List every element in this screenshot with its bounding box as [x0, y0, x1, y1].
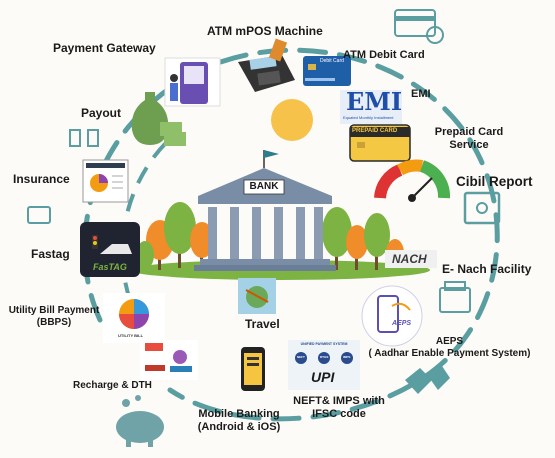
- debit-card-logo-text: Debit Card: [320, 58, 344, 64]
- label-neft-imps-line2: IFSC code: [312, 408, 366, 421]
- label-atm-mpos: ATM mPOS Machine: [207, 24, 323, 38]
- emi-logo-text: EMI: [346, 87, 403, 116]
- label-enach: E- Nach Facility: [442, 262, 532, 276]
- pos-machine-icon: [238, 38, 295, 92]
- label-mobile-banking: Mobile Banking (Android & iOS): [180, 408, 298, 434]
- upi-diagram-icon: [288, 340, 360, 390]
- label-prepaid-card: Prepaid Card Service: [423, 126, 515, 152]
- prepaid-card-icon: [349, 124, 411, 162]
- bbps-logo-caption: UTILITY BILL: [118, 333, 144, 338]
- travel-icon: [238, 278, 276, 314]
- fastag-logo-text: FasTAG: [93, 262, 127, 272]
- ring-arc: [82, 47, 500, 422]
- bank-building-icon: [194, 150, 336, 271]
- label-mobile-banking-line1: Mobile Banking: [198, 408, 280, 420]
- label-bbps-line2: (BBPS): [36, 317, 72, 328]
- label-neft-imps: NEFT& IMPS with IFSC code: [280, 395, 398, 421]
- handshake-icon: [405, 366, 450, 394]
- upi-node-neft: NEFT: [297, 355, 305, 359]
- label-aeps-line1: AEPS: [435, 336, 464, 347]
- label-neft-imps-line1: NEFT& IMPS with: [293, 395, 385, 407]
- upi-logo-text: UPI: [311, 369, 335, 385]
- label-recharge-dth: Recharge & DTH: [73, 380, 152, 391]
- label-aeps-line2: ( Aadhar Enable Payment System): [368, 348, 531, 359]
- bbps-icon: [103, 293, 165, 343]
- upi-logo-header: UNIFIED PAYMENT SYSTEM: [300, 342, 348, 346]
- card-payment-icon: [394, 9, 444, 44]
- piggy-bank-icon: [116, 395, 164, 447]
- safe-icon: [463, 191, 501, 225]
- fastag-icon: [80, 222, 140, 277]
- label-payment-gateway: Payment Gateway: [53, 41, 156, 55]
- label-atm-debit-card: ATM Debit Card: [343, 49, 425, 61]
- label-travel: Travel: [245, 317, 280, 331]
- label-bbps: Utility Bill Payment (BBPS): [0, 305, 108, 329]
- transfer-icon: [69, 129, 99, 147]
- debit-card-icon: [303, 56, 351, 86]
- nach-logo-text: NACH: [392, 252, 427, 266]
- emi-logo-icon: [340, 90, 402, 124]
- bank-sign: BANK: [249, 181, 279, 192]
- upi-node-rtgs: RTGS: [320, 355, 329, 359]
- aeps-logo-text: AEPS: [392, 320, 412, 327]
- label-prepaid-card-line2: Service: [449, 139, 489, 152]
- insurance-form-icon: [82, 159, 129, 203]
- fax-icon: [439, 281, 471, 313]
- ring-arc-inner: [120, 128, 182, 301]
- label-prepaid-card-line1: Prepaid Card: [434, 126, 504, 138]
- money-bag-icon: [131, 92, 186, 146]
- label-fastag: Fastag: [31, 247, 70, 261]
- wallet-icon: [27, 206, 51, 224]
- label-insurance: Insurance: [13, 172, 70, 186]
- label-emi: EMI: [411, 88, 431, 100]
- label-payout: Payout: [81, 106, 122, 120]
- nach-logo-icon: [385, 250, 437, 268]
- prepaid-card-logo-text: PREPAID CARD: [352, 128, 398, 134]
- label-aeps: AEPS ( Aadhar Enable Payment System): [362, 336, 537, 360]
- aeps-icon: [361, 285, 423, 347]
- label-bbps-line1: Utility Bill Payment: [8, 305, 100, 316]
- upi-node-imps: IMPS: [343, 355, 351, 359]
- label-mobile-banking-line2: (Android & iOS): [197, 421, 281, 434]
- recharge-logos-icon: [140, 340, 198, 380]
- sun-icon: [271, 99, 313, 141]
- label-cibil-report: Cibil Report: [456, 174, 533, 189]
- cibil-gauge-icon: [374, 159, 451, 202]
- mobile-phone-icon: [241, 347, 265, 391]
- emi-logo-subtext: Equated Monthly Installment: [343, 115, 394, 120]
- payment-gateway-icon: [164, 57, 221, 107]
